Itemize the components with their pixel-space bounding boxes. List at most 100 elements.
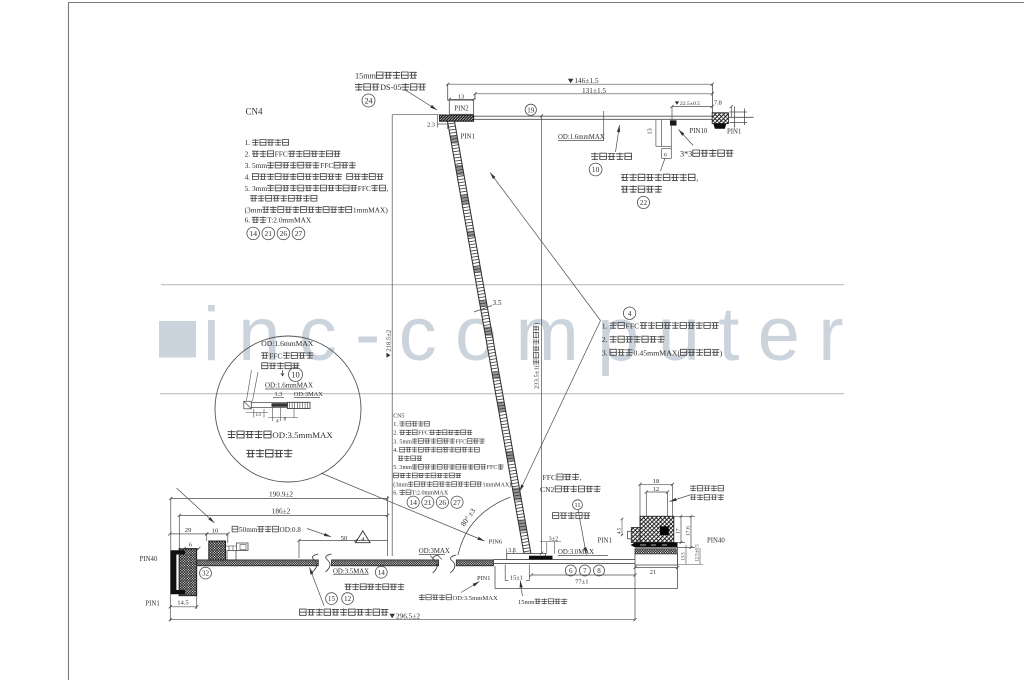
svg-text:2.: 2.	[393, 431, 398, 437]
svg-text:26: 26	[280, 229, 288, 238]
svg-text:77±1: 77±1	[575, 579, 589, 586]
svg-text:5. 3mm: 5. 3mm	[393, 465, 412, 471]
svg-text:218.5±2: 218.5±2	[386, 330, 393, 352]
svg-text:PIN40: PIN40	[140, 556, 158, 563]
svg-text:PIN1: PIN1	[145, 600, 159, 607]
svg-text:186±2: 186±2	[272, 507, 291, 516]
svg-text:3.3: 3.3	[508, 547, 516, 554]
svg-text:14: 14	[249, 229, 257, 238]
svg-text:PIN10: PIN10	[690, 128, 708, 135]
svg-text:22.5±0.5: 22.5±0.5	[680, 101, 700, 107]
svg-text:13: 13	[647, 128, 654, 134]
svg-text:OD:3MAX: OD:3MAX	[294, 391, 323, 398]
svg-text:6.: 6.	[393, 491, 398, 497]
svg-text:PIN1: PIN1	[727, 129, 741, 136]
svg-text:12: 12	[653, 486, 659, 493]
svg-text:131±1.5: 131±1.5	[582, 86, 606, 95]
svg-text:296.5±2: 296.5±2	[396, 611, 420, 620]
svg-text:PIN1: PIN1	[477, 575, 491, 582]
svg-text:14: 14	[378, 569, 386, 577]
svg-text:2.: 2.	[602, 335, 608, 344]
svg-text:3±2: 3±2	[549, 536, 559, 543]
svg-text:CN4: CN4	[246, 107, 264, 117]
svg-text:FFC: FFC	[269, 351, 283, 360]
svg-text:27: 27	[453, 498, 461, 507]
svg-text:OD:3MAX: OD:3MAX	[419, 548, 450, 555]
svg-text:PIN2: PIN2	[454, 106, 469, 113]
svg-text:15mm: 15mm	[518, 599, 535, 606]
svg-text:10: 10	[592, 165, 600, 174]
svg-text:6: 6	[189, 542, 192, 549]
svg-text:50: 50	[341, 535, 348, 542]
svg-text:FFC: FFC	[487, 465, 498, 471]
svg-text:17: 17	[676, 528, 682, 534]
svg-text:T:2.0mmMAX: T:2.0mmMAX	[412, 491, 449, 497]
svg-text:10: 10	[291, 370, 300, 380]
svg-text:DS-05: DS-05	[380, 83, 401, 92]
svg-text:): )	[720, 348, 723, 357]
svg-text:4.5: 4.5	[618, 527, 623, 534]
svg-text:50mm: 50mm	[239, 526, 258, 534]
svg-text:CN5: CN5	[393, 414, 404, 420]
svg-text:13.5: 13.5	[682, 552, 687, 561]
svg-text:FFC: FFC	[543, 473, 557, 482]
svg-text:21: 21	[650, 569, 656, 576]
svg-text:CN2: CN2	[540, 485, 555, 494]
svg-text:OD:3.5mmMAX: OD:3.5mmMAX	[272, 430, 333, 440]
svg-text:4.: 4.	[245, 172, 251, 181]
svg-text:4: 4	[276, 419, 279, 425]
svg-text:PIN1: PIN1	[461, 134, 475, 141]
svg-text:3.: 3.	[602, 348, 608, 357]
svg-text:1.: 1.	[393, 422, 398, 428]
svg-text:OD:3.0MAX: OD:3.0MAX	[558, 549, 594, 556]
svg-text:OD:1.6mmMAX: OD:1.6mmMAX	[265, 382, 313, 390]
svg-text:): )	[534, 322, 541, 324]
svg-text:13: 13	[256, 412, 262, 418]
svg-text:2.3: 2.3	[427, 122, 435, 129]
svg-text:24: 24	[365, 96, 373, 105]
svg-text:0.45mmMAX(: 0.45mmMAX(	[634, 348, 681, 357]
svg-text:,: ,	[580, 473, 582, 482]
svg-text:3. 5mm: 3. 5mm	[393, 439, 412, 445]
svg-text:OD:3.5MAX: OD:3.5MAX	[333, 568, 369, 575]
svg-text:12: 12	[344, 595, 352, 603]
svg-text:4: 4	[628, 309, 632, 318]
svg-text:1.: 1.	[602, 321, 608, 330]
svg-text:7.8: 7.8	[714, 100, 722, 107]
svg-text:3. 5mm: 3. 5mm	[245, 161, 268, 170]
svg-text:1.: 1.	[245, 138, 251, 147]
svg-text:17.6: 17.6	[686, 526, 692, 536]
svg-text:PIN40: PIN40	[707, 538, 725, 545]
svg-text:1mmMAX): 1mmMAX)	[483, 481, 512, 488]
svg-text:inc-computer: inc-computer	[203, 292, 862, 377]
svg-text:15: 15	[328, 595, 336, 603]
svg-text:146±1.5: 146±1.5	[574, 76, 598, 85]
svg-text:12.5±0.5: 12.5±0.5	[696, 544, 701, 562]
svg-text:10: 10	[212, 528, 219, 535]
svg-text:11: 11	[575, 502, 581, 509]
svg-text:14.5: 14.5	[177, 599, 189, 606]
svg-text:21: 21	[424, 498, 432, 507]
svg-text:26: 26	[439, 498, 447, 507]
svg-text:22: 22	[640, 199, 648, 207]
svg-text:(3mm: (3mm	[393, 481, 408, 488]
svg-text:6.: 6.	[245, 216, 251, 225]
svg-text:2.: 2.	[245, 150, 251, 159]
svg-text:13: 13	[458, 93, 465, 100]
svg-text:FFC: FFC	[320, 161, 333, 170]
svg-text:FFC: FFC	[275, 150, 288, 159]
svg-text:FFC: FFC	[418, 431, 429, 437]
svg-text:18: 18	[653, 478, 659, 485]
svg-text:3.5: 3.5	[493, 299, 502, 307]
svg-text:OD:1.6mmMAX: OD:1.6mmMAX	[261, 339, 314, 348]
svg-text:14: 14	[410, 498, 418, 507]
svg-text:(3mm: (3mm	[245, 205, 263, 214]
svg-text:190.9±2: 190.9±2	[269, 489, 293, 498]
svg-text:FFC: FFC	[626, 321, 640, 330]
svg-text:4.: 4.	[393, 448, 398, 454]
svg-text:19: 19	[527, 106, 535, 114]
svg-text:8: 8	[284, 417, 287, 423]
svg-text:FFC: FFC	[456, 439, 467, 445]
svg-text:T:2.0mmMAX: T:2.0mmMAX	[267, 216, 312, 225]
svg-text:29: 29	[185, 527, 192, 534]
